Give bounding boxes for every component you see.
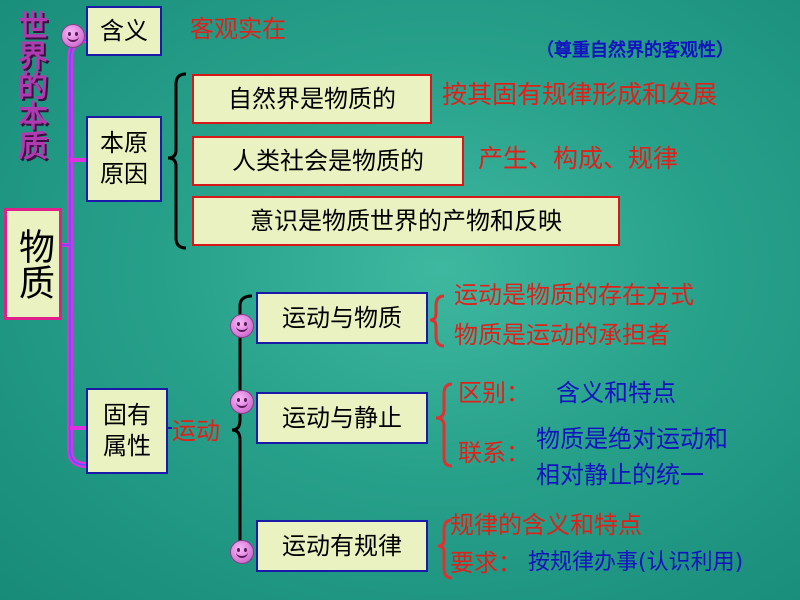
motion-matter-note-2: 物质是运动的承担者 — [454, 321, 670, 349]
branch-motion-rest: 运动与静止 — [256, 392, 428, 444]
requirement-value: 按规律办事(认识利用) — [528, 550, 744, 575]
branch-motion-law: 运动有规律 — [256, 520, 428, 572]
respect-note: （尊重自然界的客观性） — [536, 40, 734, 61]
origin-label: 本原原因 — [100, 129, 148, 188]
meaning-label-box: 含义 — [86, 6, 162, 56]
brace-3 — [437, 518, 453, 580]
motion-matter-note-1: 运动是物质的存在方式 — [454, 281, 694, 309]
origin-item-3: 意识是物质世界的产物和反映 — [192, 196, 620, 246]
main-box-label: 物质 — [13, 228, 54, 300]
brace-1 — [429, 294, 445, 348]
origin-item-2: 人类社会是物质的 — [192, 136, 464, 186]
link-value-1: 物质是绝对运动和 — [536, 425, 728, 453]
requirement-label: 要求： — [450, 549, 522, 577]
main-spine — [67, 37, 87, 468]
attribute-link: 运动 — [172, 417, 220, 445]
meaning-value: 客观实在 — [190, 15, 286, 43]
origin-brace — [167, 72, 187, 250]
attribute-label-box: 固有属性 — [86, 388, 168, 474]
smiley-icon — [230, 314, 254, 338]
main-box-matter: 物质 — [4, 208, 62, 320]
diff-label: 区别： — [458, 379, 530, 407]
origin-label-box: 本原原因 — [86, 116, 162, 202]
vertical-title: 世界的本质 — [12, 10, 47, 160]
origin-side-text-2: 产生、构成、规律 — [478, 144, 679, 173]
origin-item-1: 自然界是物质的 — [192, 74, 432, 124]
attribute-label: 固有属性 — [103, 401, 151, 460]
brace-2 — [435, 382, 453, 468]
diff-value: 含义和特点 — [556, 379, 676, 407]
link-value-2: 相对静止的统一 — [536, 461, 704, 489]
rule-note: 规律的含义和特点 — [450, 511, 642, 539]
link-label: 联系： — [458, 439, 530, 467]
branch-motion-matter: 运动与物质 — [256, 292, 428, 344]
origin-side-text-1: 按其固有规律形成和发展 — [442, 80, 718, 109]
smiley-icon — [61, 24, 85, 48]
smiley-icon — [230, 540, 254, 564]
smiley-icon — [230, 390, 254, 414]
